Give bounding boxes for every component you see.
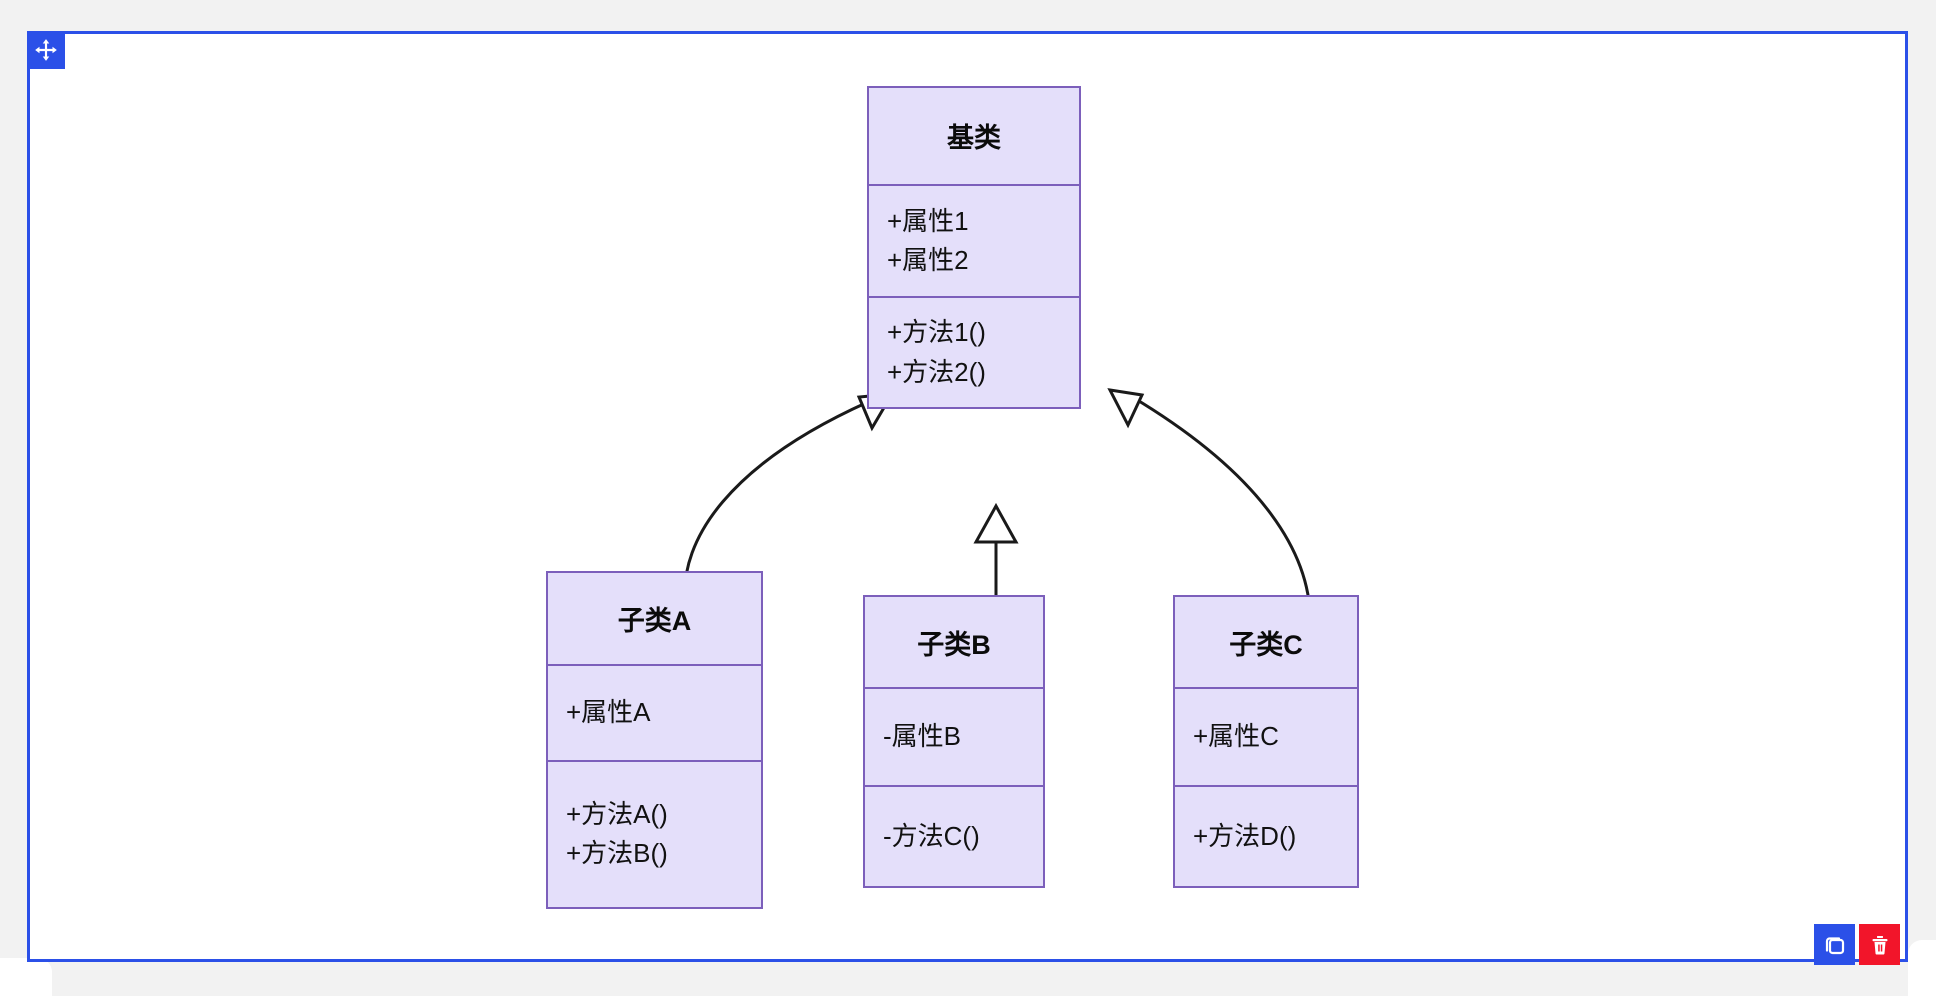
delete-button[interactable] xyxy=(1859,924,1900,965)
uml-attribute: +属性2 xyxy=(887,245,969,276)
canvas-toolbar xyxy=(1814,924,1900,965)
uml-method: -方法C() xyxy=(883,820,980,851)
uml-attributes-compartment: +属性1 +属性2 xyxy=(869,183,1079,297)
duplicate-button[interactable] xyxy=(1814,924,1855,965)
background-panel-left xyxy=(0,958,52,996)
uml-attributes-compartment: +属性C xyxy=(1175,687,1357,784)
uml-methods-compartment: +方法1() +方法2() xyxy=(869,296,1079,407)
uml-attribute: +属性A xyxy=(566,697,651,728)
uml-class-subclass-a[interactable]: 子类A +属性A +方法A() +方法B() xyxy=(546,571,763,909)
uml-class-subclass-b[interactable]: 子类B -属性B -方法C() xyxy=(863,595,1045,888)
background-panel-right xyxy=(1908,940,1936,996)
move-arrows-icon xyxy=(35,39,57,61)
uml-attributes-compartment: -属性B xyxy=(865,687,1043,784)
uml-class-base[interactable]: 基类 +属性1 +属性2 +方法1() +方法2() xyxy=(867,86,1081,409)
arrowhead-generalization-c xyxy=(1107,388,1145,429)
uml-class-name: 子类A xyxy=(617,606,692,637)
uml-method: +方法B() xyxy=(566,838,668,869)
trash-icon xyxy=(1872,935,1887,954)
uml-method: +方法A() xyxy=(566,798,668,829)
uml-methods-compartment: +方法D() xyxy=(1175,784,1357,886)
uml-method: +方法2() xyxy=(887,356,986,387)
uml-class-subclass-c[interactable]: 子类C +属性C +方法D() xyxy=(1173,595,1359,888)
uml-class-name: 子类C xyxy=(1229,629,1303,660)
edge-subclass-c-to-base xyxy=(1133,396,1312,629)
uml-methods-compartment: +方法A() +方法B() xyxy=(548,759,761,907)
move-handle[interactable] xyxy=(27,31,65,69)
uml-methods-compartment: -方法C() xyxy=(865,784,1043,886)
diagram-canvas[interactable]: 基类 +属性1 +属性2 +方法1() +方法2() 子类A +属性A +方法A… xyxy=(27,31,1908,965)
uml-class-name: 子类B xyxy=(917,629,991,660)
uml-attribute: +属性1 xyxy=(887,205,969,236)
uml-attributes-compartment: +属性A xyxy=(548,664,761,759)
uml-method: +方法1() xyxy=(887,317,986,348)
uml-attribute: -属性B xyxy=(883,721,962,752)
arrowhead-generalization-b xyxy=(973,502,1019,544)
copy-icon xyxy=(1825,936,1844,954)
uml-class-name: 基类 xyxy=(947,123,1001,154)
uml-attribute: +属性C xyxy=(1193,721,1279,752)
uml-method: +方法D() xyxy=(1193,820,1297,851)
